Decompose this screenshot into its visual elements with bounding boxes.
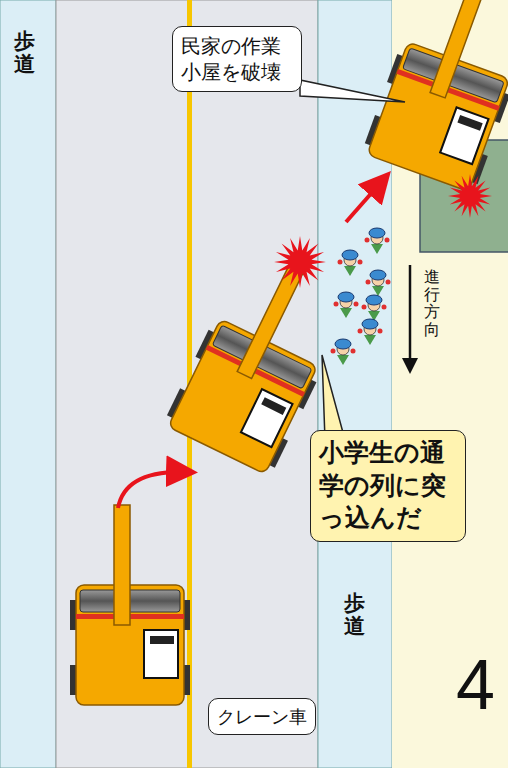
impact-burst	[274, 236, 326, 288]
child-figure	[366, 270, 391, 296]
child-figure	[362, 295, 387, 321]
callout-text: 民家の作業 小屋を破壊	[181, 33, 293, 85]
child-figure	[334, 292, 359, 318]
impact-burst	[448, 174, 492, 218]
child-figure	[331, 339, 356, 365]
child-figure	[338, 250, 363, 276]
figure-number: 4	[456, 650, 495, 720]
callout-box: 小学生の通 学の列に突 っ込んだ	[310, 430, 466, 542]
child-figure	[365, 228, 390, 254]
callout-box: 民家の作業 小屋を破壊	[172, 26, 302, 92]
callout-text: クレーン車	[217, 705, 307, 728]
child-figure	[358, 319, 383, 345]
direction-label: 進行方向	[424, 268, 440, 338]
callout-text: 小学生の通 学の列に突 っ込んだ	[319, 437, 457, 535]
sidewalk-label: 歩道	[344, 592, 365, 638]
sidewalk-label: 歩道	[14, 30, 35, 76]
name-box: クレーン車	[208, 698, 316, 735]
